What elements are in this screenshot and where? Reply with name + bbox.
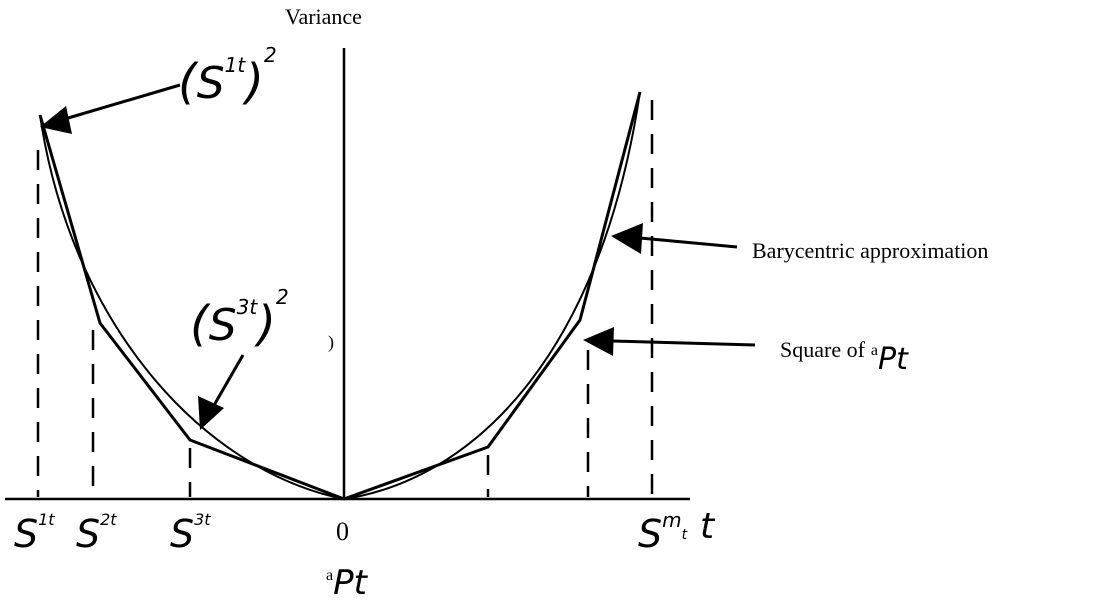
stray-paren-mark: ) [328, 332, 334, 353]
x-axis-t-label: t [700, 506, 716, 547]
origin-label: 0 [336, 517, 349, 546]
square-curve [39, 91, 641, 501]
arrow-s1-squared [40, 83, 181, 134]
barycentric-approximation-line [38, 91, 642, 501]
tick-s2: S2t [76, 510, 117, 556]
arrow-barycentric [611, 223, 738, 254]
arrow-s3-squared [198, 354, 245, 430]
x-variable-label: aPt [326, 563, 369, 600]
tick-s1: S1t [14, 510, 55, 556]
annotation-s3-squared: (S3t)2 [190, 285, 289, 352]
annotation-s1-squared: (S1t)2 [178, 43, 277, 110]
barycentric-label: Barycentric approximation [752, 238, 988, 263]
tick-s3: S3t [170, 510, 211, 556]
arrow-square [583, 327, 756, 356]
tick-sm: Smt [638, 508, 688, 556]
y-axis-label: Variance [285, 4, 362, 29]
